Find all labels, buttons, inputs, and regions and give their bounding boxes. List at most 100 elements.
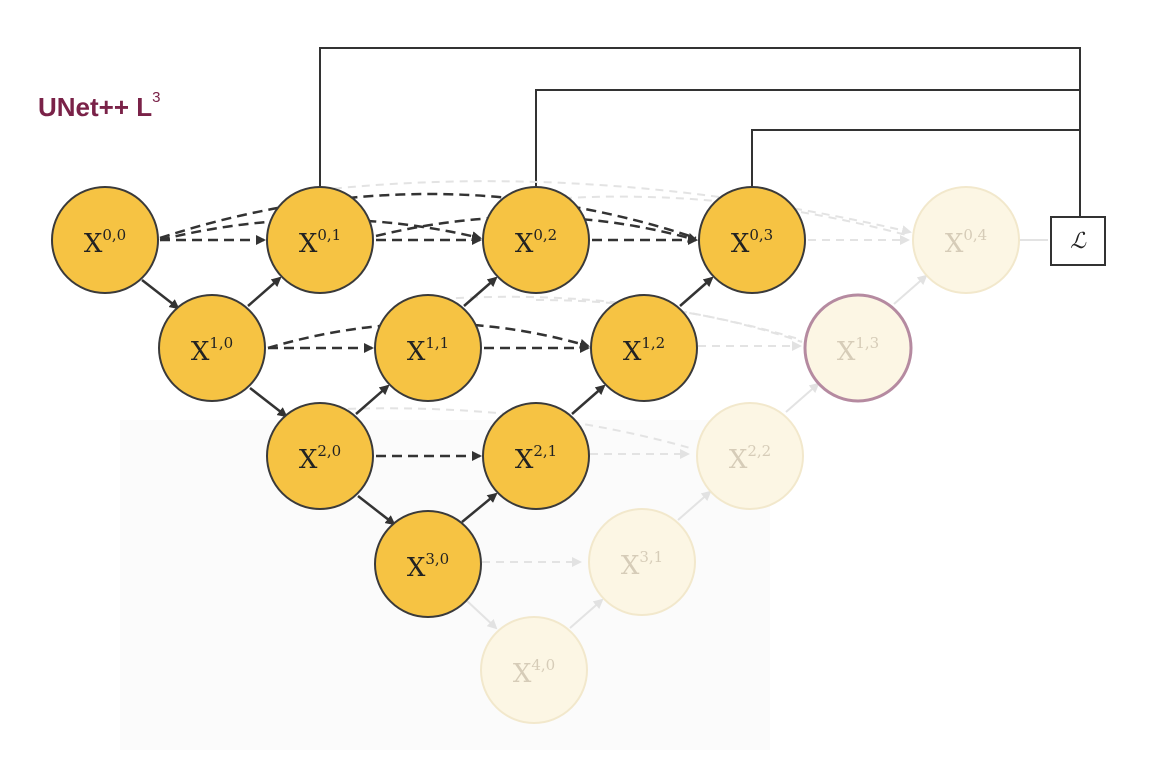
pruned-edge	[893, 274, 928, 305]
node-x04: X0,4	[912, 186, 1020, 294]
pruned-edge	[465, 599, 498, 630]
up-x30-x21	[461, 492, 498, 523]
pruned-edge	[319, 180, 912, 236]
node-base: X	[299, 445, 318, 475]
node-base: X	[407, 553, 426, 583]
supervision-line-x03	[751, 129, 1080, 188]
svg-text:X3,1: X3,1	[621, 548, 663, 581]
skip-x00-x03	[159, 192, 697, 240]
node-circle	[482, 186, 590, 294]
svg-text:X1,1: X1,1	[407, 334, 449, 367]
svg-text:X0,3: X0,3	[731, 226, 773, 259]
node-base: X	[731, 229, 750, 259]
node-superscript: 0,4	[963, 226, 987, 244]
svg-text:X0,0: X0,0	[84, 226, 126, 259]
down-x10-x20	[249, 387, 288, 418]
node-superscript: 1,1	[425, 334, 449, 352]
node-x22: X2,2	[696, 402, 804, 510]
node-circle	[912, 186, 1020, 294]
node-x30: X3,0	[374, 510, 482, 618]
node-circle	[374, 294, 482, 402]
up-x20-x11	[355, 384, 390, 415]
diagram-title: UNet++ L3	[38, 89, 161, 123]
up-x10-x01	[247, 276, 282, 307]
title-text: UNet++ L	[38, 92, 153, 122]
node-x40: X4,0	[480, 616, 588, 724]
node-circle	[374, 510, 482, 618]
node-superscript: 2,0	[317, 442, 341, 460]
node-x11: X1,1	[374, 294, 482, 402]
down-x20-x30	[357, 495, 396, 526]
loss-symbol: ℒ	[1070, 228, 1086, 254]
node-circle	[266, 186, 374, 294]
node-base: X	[837, 337, 856, 367]
node-base: X	[621, 551, 640, 581]
nodes: X0,0 X0,1 X0,2 X0,3 X0,4 X1,0	[51, 186, 1020, 724]
svg-text:X1,0: X1,0	[191, 334, 233, 367]
node-x31: X3,1	[588, 508, 696, 616]
node-circle	[482, 402, 590, 510]
svg-text:X1,3: X1,3	[837, 334, 879, 367]
node-circle	[803, 293, 913, 403]
node-superscript: 1,0	[209, 334, 233, 352]
node-x12: X1,2	[590, 294, 698, 402]
path-arrows	[141, 276, 714, 526]
supervision-line-x01	[319, 47, 1081, 216]
node-base: X	[513, 659, 532, 689]
down-x00-x10	[141, 279, 180, 310]
node-base: X	[945, 229, 964, 259]
deep-supervision-lines	[319, 47, 1081, 216]
node-x21: X2,1	[482, 402, 590, 510]
node-superscript: 3,1	[639, 548, 663, 566]
node-circle	[480, 616, 588, 724]
svg-text:X2,0: X2,0	[299, 442, 341, 475]
node-circle	[266, 402, 374, 510]
node-circle	[696, 402, 804, 510]
node-superscript: 0,2	[533, 226, 557, 244]
node-superscript: 2,1	[533, 442, 557, 460]
pruned-edge	[785, 382, 820, 413]
svg-text:X2,1: X2,1	[515, 442, 557, 475]
node-base: X	[729, 445, 748, 475]
node-superscript: 0,3	[749, 226, 773, 244]
node-x13: X1,3	[803, 293, 913, 403]
svg-text:X4,0: X4,0	[513, 656, 555, 689]
node-superscript: 1,2	[641, 334, 665, 352]
svg-text:X1,2: X1,2	[623, 334, 665, 367]
node-circle	[590, 294, 698, 402]
node-circle	[158, 294, 266, 402]
up-x21-x12	[571, 384, 606, 415]
loss-box: ℒ	[1050, 216, 1106, 266]
svg-text:X0,1: X0,1	[299, 226, 341, 259]
title-superscript: 3	[152, 89, 161, 107]
node-base: X	[515, 229, 534, 259]
node-x00: X0,0	[51, 186, 159, 294]
node-base: X	[407, 337, 426, 367]
node-circle	[698, 186, 806, 294]
node-superscript: 4,0	[531, 656, 555, 674]
pruned-edge	[319, 407, 691, 449]
node-superscript: 3,0	[425, 550, 449, 568]
node-base: X	[623, 337, 642, 367]
up-x12-x03	[679, 276, 714, 307]
svg-text:X0,4: X0,4	[945, 226, 987, 259]
node-x02: X0,2	[482, 186, 590, 294]
node-base: X	[515, 445, 534, 475]
node-circle	[51, 186, 159, 294]
supervision-line-x02	[535, 89, 1080, 188]
node-base: X	[191, 337, 210, 367]
svg-text:X0,2: X0,2	[515, 226, 557, 259]
node-x03: X0,3	[698, 186, 806, 294]
pruned-edge	[677, 490, 712, 521]
pruned-edge	[569, 598, 604, 629]
node-superscript: 0,0	[102, 226, 126, 244]
node-superscript: 0,1	[317, 226, 341, 244]
node-x10: X1,0	[158, 294, 266, 402]
up-x11-x02	[463, 276, 498, 307]
node-circle	[588, 508, 696, 616]
node-base: X	[299, 229, 318, 259]
node-x20: X2,0	[266, 402, 374, 510]
node-base: X	[84, 229, 103, 259]
